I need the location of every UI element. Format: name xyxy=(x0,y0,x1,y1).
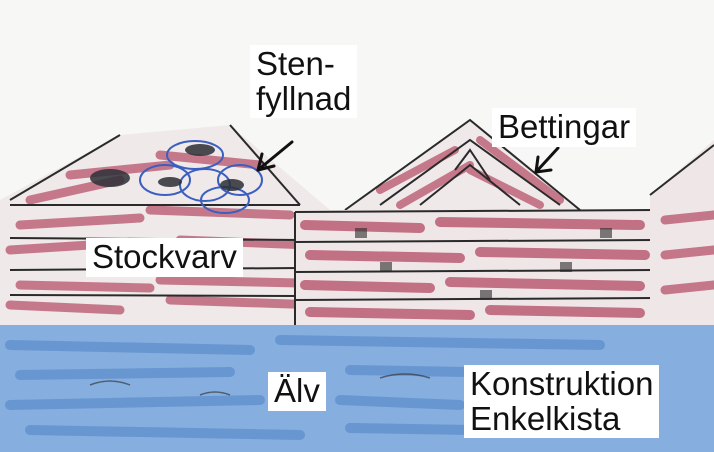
label-konstruktion: Konstruktion Enkelkista xyxy=(464,365,659,438)
label-stockvarv: Stockvarv xyxy=(86,238,243,277)
label-stenfyllnad: Sten- fyllnad xyxy=(250,45,357,118)
label-bettingar: Bettingar xyxy=(492,108,636,147)
label-alv: Älv xyxy=(268,372,326,411)
